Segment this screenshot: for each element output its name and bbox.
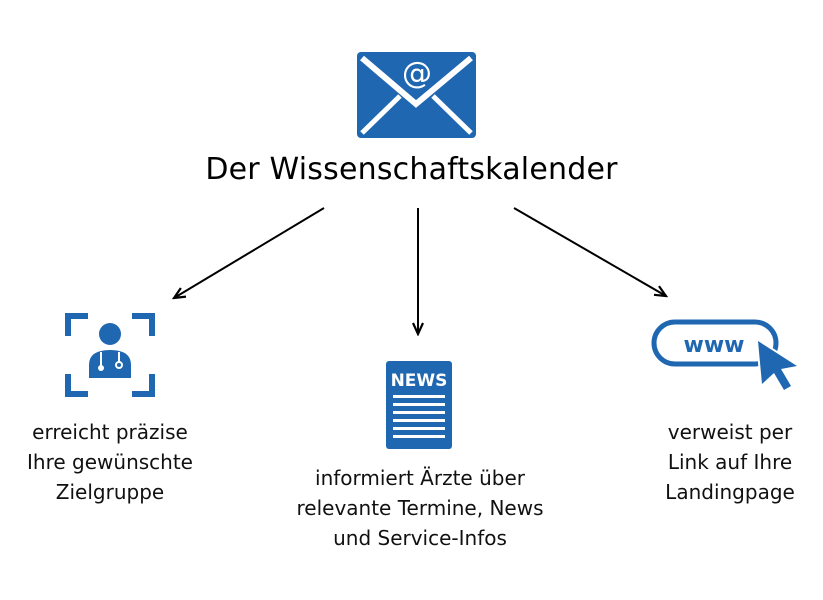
caption-news: informiert Ärzte über relevante Termine,…	[296, 466, 544, 550]
newspaper-icon: NEWS	[386, 361, 452, 449]
www-badge-text: www	[684, 333, 745, 358]
arrow-to-landingpage	[513, 207, 666, 296]
www-cursor-icon: www	[651, 319, 800, 394]
caption-landingpage: verweist per Link auf Ihre Landingpage	[665, 420, 795, 504]
caption-target-group: erreicht präzise Ihre gewünschte Zielgru…	[27, 420, 193, 504]
arrow-to-target-group	[174, 207, 325, 298]
email-envelope-icon: @	[357, 52, 476, 138]
diagram-title: Der Wissenschaftskalender	[205, 152, 618, 187]
at-symbol: @	[402, 56, 432, 91]
doctor-target-icon	[65, 313, 155, 397]
news-badge-text: NEWS	[391, 371, 448, 391]
